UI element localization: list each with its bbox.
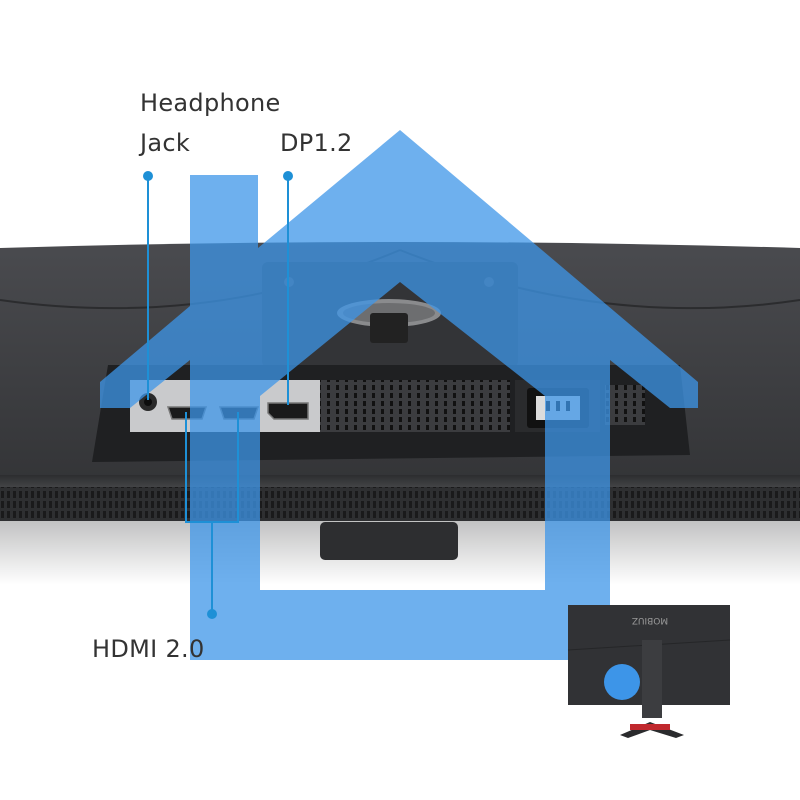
headphone-label-line1: Headphone [140, 89, 281, 117]
callout-dots [143, 171, 293, 619]
monitor-thumbnail: MOBIUZ [567, 605, 731, 738]
thumbnail-logo: MOBIUZ [632, 615, 668, 625]
stand-base-foot [320, 522, 458, 560]
headphone-jack-label: Headphone Jack [140, 83, 281, 163]
hdmi-callout-dot [207, 609, 217, 619]
headphone-label-line2: Jack [140, 129, 191, 157]
displayport-port [267, 402, 309, 420]
hdmi-label: HDMI 2.0 [92, 635, 205, 663]
headphone-callout-dot [143, 171, 153, 181]
displayport-callout-dot [283, 171, 293, 181]
displayport-label: DP1.2 [280, 129, 353, 157]
callout-lines [147, 176, 289, 614]
thumbnail-io-highlight [604, 664, 640, 700]
home-shape-overlay [100, 130, 698, 660]
headphone-jack-port [139, 393, 157, 411]
